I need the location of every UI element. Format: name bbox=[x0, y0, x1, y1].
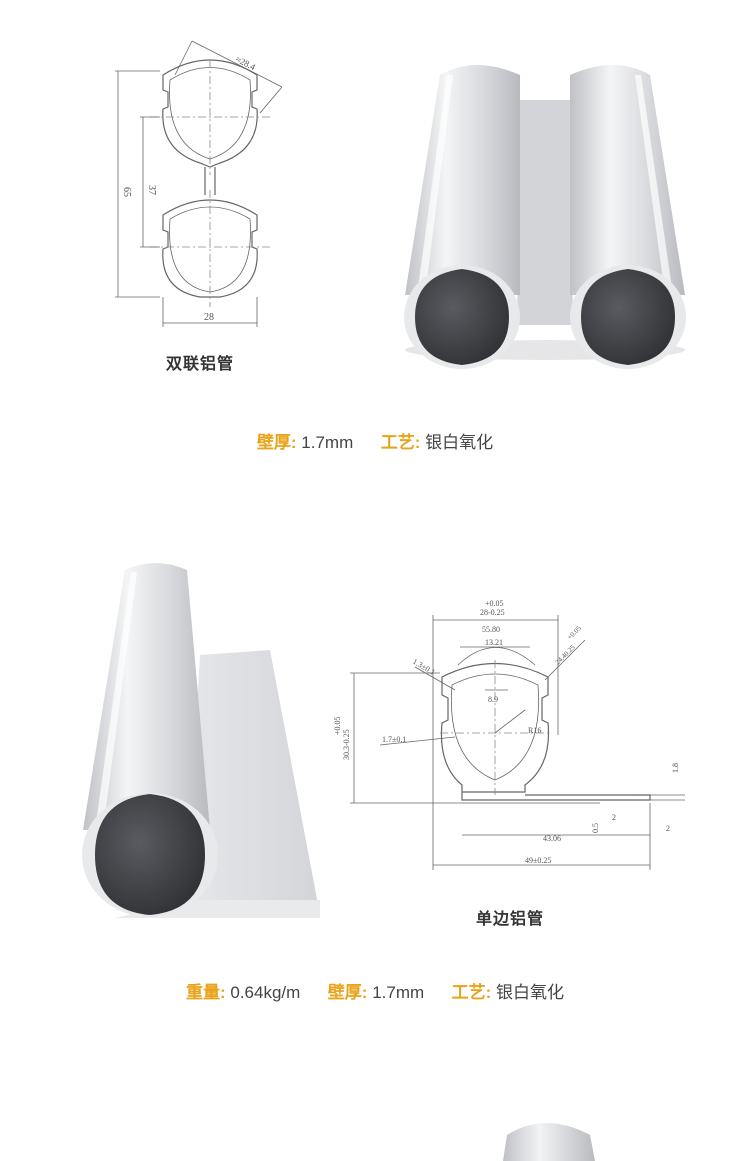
dim-diag: +0.05 bbox=[566, 624, 583, 641]
spec-value-process: 银白氧化 bbox=[425, 433, 494, 452]
dim-thick: 0.5 bbox=[591, 823, 600, 833]
single-tube-drawing: +0.05 28-0.25 55.80 13.21 +0.05 24.40.25… bbox=[333, 599, 685, 870]
dim-r: R16 bbox=[528, 726, 541, 735]
dim-flange: 1.8 bbox=[671, 763, 680, 773]
dim-diameter: ≈28.4 bbox=[234, 54, 257, 73]
dim-inner: 13.21 bbox=[485, 638, 503, 647]
dim-step: 2 bbox=[612, 813, 616, 822]
spec-key-process: 工艺: bbox=[380, 433, 421, 452]
double-tube-caption: 双联铝管 bbox=[165, 356, 234, 373]
spec-value-wall: 1.7mm bbox=[301, 433, 354, 452]
dim-slot: 8.9 bbox=[488, 695, 498, 704]
dim-arc: 55.80 bbox=[482, 625, 500, 634]
double-tube-specs: 壁厚: 1.7mm 工艺: 银白氧化 bbox=[0, 428, 750, 453]
dim-total: 49±0.25 bbox=[525, 856, 551, 865]
dim-pitch: 37 bbox=[146, 185, 157, 195]
spec-value-process-2: 银白氧化 bbox=[496, 983, 565, 1002]
next-tube-render bbox=[503, 1123, 595, 1161]
dim-tol-left: +0.05 bbox=[333, 716, 342, 735]
dim-tol-top: +0.05 bbox=[485, 599, 504, 608]
spec-value-weight: 0.64kg/m bbox=[230, 983, 301, 1002]
dim-height: 65 bbox=[121, 187, 132, 197]
dim-diag2: 24.40.25 bbox=[554, 643, 577, 666]
spec-key-weight: 重量: bbox=[185, 983, 226, 1002]
dim-top: 28-0.25 bbox=[480, 608, 505, 617]
single-tube-specs: 重量: 0.64kg/m 壁厚: 1.7mm 工艺: 银白氧化 bbox=[0, 978, 750, 1003]
dim-left: 30.3-0.25 bbox=[342, 729, 351, 760]
double-tube-drawing: 65 37 28 ≈28.4 bbox=[115, 40, 283, 327]
dim-step2: 2 bbox=[666, 824, 670, 833]
double-tube-render bbox=[404, 65, 686, 369]
single-tube-caption: 单边铝管 bbox=[475, 911, 544, 928]
dim-len: 43.06 bbox=[543, 834, 561, 843]
spec-key-wall: 壁厚: bbox=[256, 433, 297, 452]
dim-width: 28 bbox=[204, 312, 214, 323]
spec-key-process-2: 工艺: bbox=[451, 983, 492, 1002]
single-tube-render bbox=[82, 563, 320, 918]
spec-key-wall-2: 壁厚: bbox=[327, 983, 368, 1002]
dim-wall2: 1.7±0.1 bbox=[382, 735, 406, 744]
spec-value-wall-2: 1.7mm bbox=[372, 983, 425, 1002]
